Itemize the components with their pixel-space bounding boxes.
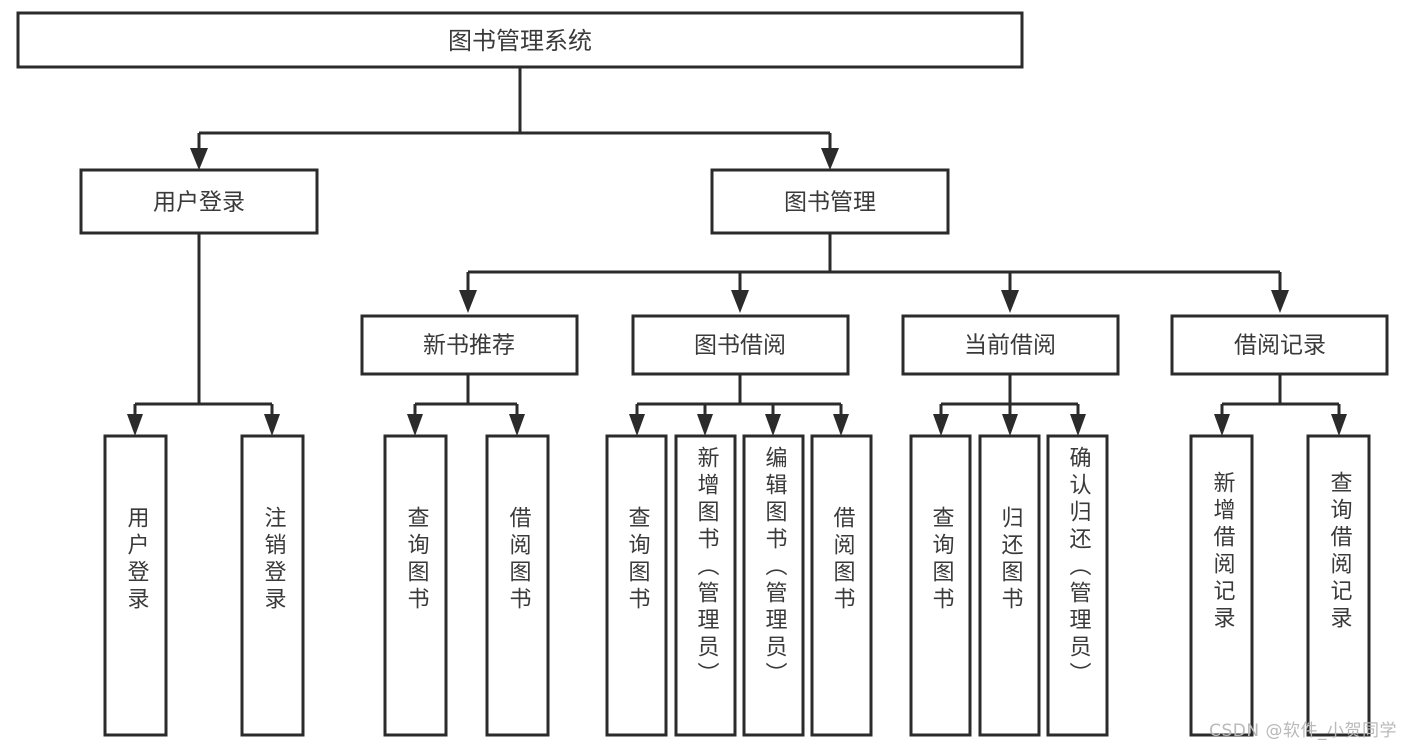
- arrow-head-bookmgmt-new-books: [459, 290, 477, 313]
- arrow-head-bookmgmt-current: [1001, 290, 1019, 313]
- leaf-nodes: [103, 434, 1371, 737]
- csdn-watermark: CSDN @软件_小贺同学: [1209, 721, 1397, 741]
- leaf-box-logout[interactable]: [240, 434, 305, 737]
- leaf-box-query-books-3[interactable]: [909, 434, 972, 737]
- leaf-box-query-books-2[interactable]: [605, 434, 668, 737]
- leaf-box-edit-book-admin[interactable]: [742, 434, 805, 737]
- leaf-box-add-borrow-record[interactable]: [1189, 434, 1254, 737]
- node-new-book-recommend-box: [360, 314, 579, 376]
- arrow-head-root-to-book-mgmt: [821, 148, 839, 170]
- arrow-head-bookmgmt-borrow: [731, 290, 749, 313]
- arrow-head-current-leaf-2: [1002, 414, 1018, 436]
- arrow-head-records-leaf-2: [1331, 414, 1347, 436]
- node-book-management-label: 图书管理: [784, 190, 876, 216]
- leaf-box-query-borrow-record[interactable]: [1306, 434, 1371, 737]
- connector-group-current: [933, 374, 1086, 436]
- node-root[interactable]: 图书管理系统: [16, 11, 1024, 69]
- node-book-management[interactable]: 图书管理: [710, 168, 950, 235]
- node-book-management-box: [710, 168, 950, 235]
- arrow-head-userlogin-leaf-2: [264, 414, 280, 436]
- node-user-login[interactable]: 用户登录: [79, 168, 319, 235]
- arrow-head-newbooks-leaf-2: [509, 414, 525, 436]
- arrow-head-bookmgmt-records: [1271, 290, 1289, 313]
- arrow-head-current-leaf-1: [933, 414, 949, 436]
- arrow-head-root-to-user-login: [190, 148, 208, 170]
- node-borrow-records-label: 借阅记录: [1234, 333, 1326, 359]
- connector-group-user-login: [127, 233, 280, 436]
- arrow-head-newbooks-leaf-1: [407, 414, 423, 436]
- node-current-borrow-box: [901, 314, 1120, 376]
- node-new-book-recommend[interactable]: 新书推荐: [360, 314, 579, 376]
- connector-group-borrow: [629, 374, 849, 436]
- connector-group-root: [190, 67, 839, 170]
- arrow-head-userlogin-leaf-1: [127, 414, 143, 436]
- arrow-head-borrow-leaf-4: [833, 414, 849, 436]
- leaf-box-return-books[interactable]: [978, 434, 1041, 737]
- connector-group-records: [1214, 374, 1347, 436]
- leaf-box-query-books-1[interactable]: [383, 434, 448, 737]
- connector-group-new-books: [407, 374, 525, 436]
- leaf-box-borrow-books-2[interactable]: [810, 434, 873, 737]
- node-root-label: 图书管理系统: [448, 27, 592, 55]
- leaf-box-borrow-books-1[interactable]: [485, 434, 550, 737]
- node-current-borrow[interactable]: 当前借阅: [901, 314, 1120, 376]
- node-book-borrow-box: [631, 314, 850, 376]
- leaf-box-user-login[interactable]: [103, 434, 168, 737]
- connector-group-book-mgmt: [459, 233, 1289, 313]
- node-borrow-records-box: [1170, 314, 1389, 376]
- node-borrow-records[interactable]: 借阅记录: [1170, 314, 1389, 376]
- node-new-book-recommend-label: 新书推荐: [423, 333, 515, 359]
- leaf-box-confirm-return-admin[interactable]: [1046, 434, 1109, 737]
- node-current-borrow-label: 当前借阅: [964, 333, 1056, 359]
- node-user-login-label: 用户登录: [153, 190, 245, 216]
- node-root-box: [16, 11, 1024, 69]
- arrow-head-records-leaf-1: [1214, 414, 1230, 436]
- node-book-borrow[interactable]: 图书借阅: [631, 314, 850, 376]
- node-book-borrow-label: 图书借阅: [694, 333, 786, 359]
- arrow-head-borrow-leaf-3: [765, 414, 781, 436]
- leaf-box-add-book-admin[interactable]: [674, 434, 737, 737]
- arrow-head-current-leaf-3: [1070, 414, 1086, 436]
- arrow-head-borrow-leaf-1: [629, 414, 645, 436]
- arrow-head-borrow-leaf-2: [697, 414, 713, 436]
- node-user-login-box: [79, 168, 319, 235]
